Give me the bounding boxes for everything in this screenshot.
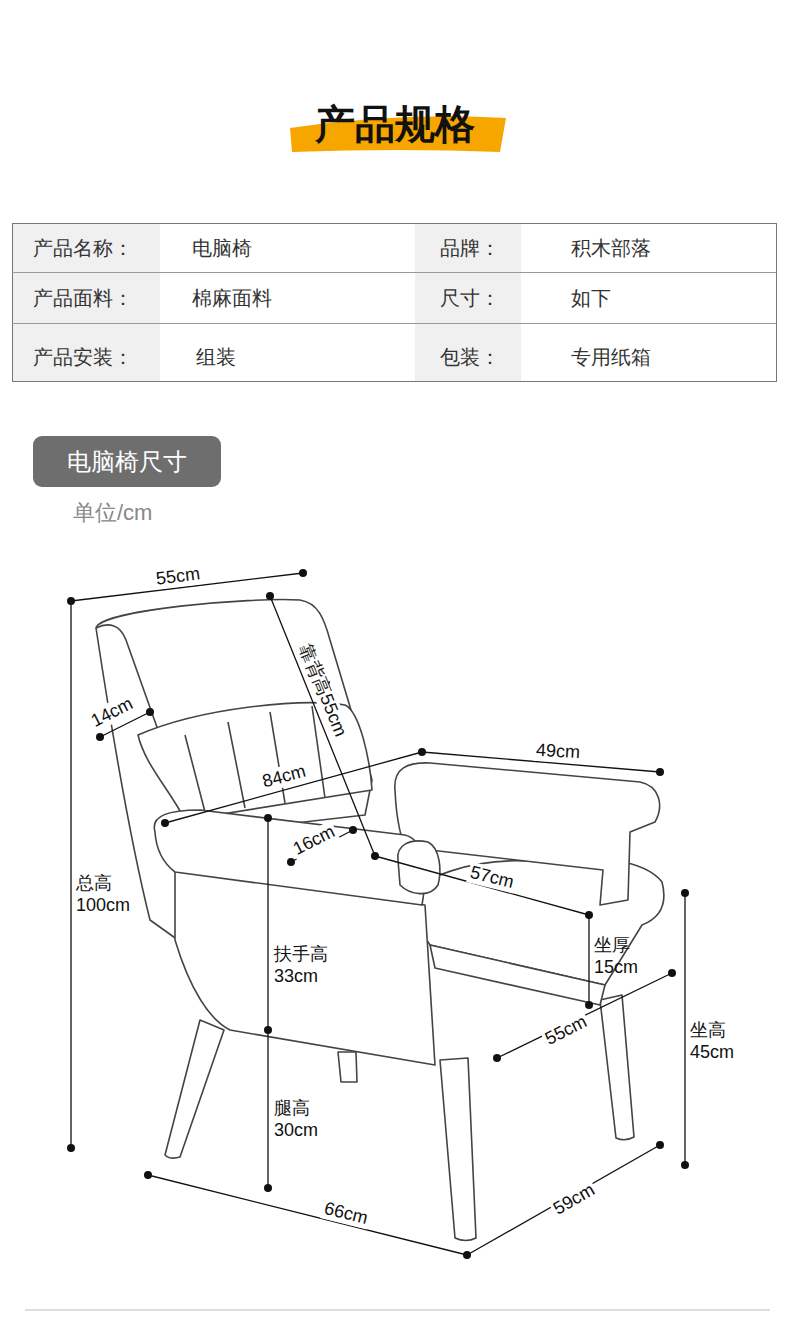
section-badge: 电脑椅尺寸 (33, 436, 221, 487)
badge-text: 电脑椅尺寸 (67, 446, 187, 478)
table-cell: 包装： (440, 344, 500, 371)
dimension-label: 55cm (153, 563, 203, 589)
page-title: 产品规格 (315, 97, 475, 152)
dimension-label: 55cm (540, 1010, 592, 1050)
dimension-lines (71, 573, 685, 1255)
dimension-dots (67, 569, 689, 1259)
table-cell: 产品安装： (33, 344, 133, 371)
dimension-label: 坐高 45cm (688, 1020, 756, 1063)
unit-note: 单位/cm (73, 498, 152, 528)
spec-table (12, 223, 777, 382)
table-cell: 棉麻面料 (192, 285, 272, 312)
table-cell: 组装 (196, 344, 236, 371)
bottom-rule (25, 1310, 770, 1311)
table-cell: 电脑椅 (192, 235, 252, 262)
table-cell: 专用纸箱 (571, 344, 651, 371)
table-cell: 如下 (571, 285, 611, 312)
table-cell: 产品名称： (33, 235, 133, 262)
dimension-label: 总高 100cm (74, 873, 142, 916)
dimension-label: 坐厚 15cm (592, 935, 660, 978)
dimension-label: 59cm (548, 1178, 600, 1220)
table-cell: 积木部落 (571, 235, 651, 262)
table-cell: 产品面料： (33, 285, 133, 312)
dimension-label: 49cm (533, 739, 582, 762)
dimension-label: 66cm (320, 1197, 372, 1229)
dimension-label: 腿高 30cm (272, 1098, 340, 1141)
dimension-label: 扶手高 33cm (272, 944, 340, 987)
chair-drawing (96, 600, 664, 1241)
table-cell: 品牌： (440, 235, 500, 262)
table-cell: 尺寸： (440, 285, 500, 312)
